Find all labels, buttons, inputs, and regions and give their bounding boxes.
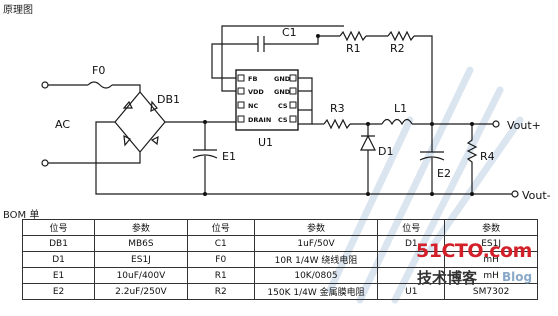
bom-header-row: 位号 参数 位号 参数 位号 参数 bbox=[21, 219, 538, 236]
bom-cell: DB1 bbox=[21, 235, 96, 252]
bom-cell: E2 bbox=[21, 283, 96, 300]
resistor-r1 bbox=[339, 30, 367, 42]
resistor-r3 bbox=[323, 118, 351, 130]
bom-cell: ES1J bbox=[94, 251, 188, 268]
ac-terminal-bottom bbox=[41, 159, 49, 167]
ic-u1 bbox=[235, 69, 299, 131]
bom-header-cell: 位号 bbox=[186, 219, 255, 236]
l1-label: L1 bbox=[394, 102, 407, 115]
bom-header-cell: 参数 bbox=[253, 219, 379, 236]
r2-label: R2 bbox=[390, 42, 405, 55]
pin-fb: FB bbox=[248, 75, 257, 83]
wire-c1-right bbox=[264, 36, 319, 45]
resistor-r2 bbox=[387, 30, 415, 42]
node-r4-bottom bbox=[470, 192, 474, 196]
bom-cell: 10uF/400V bbox=[94, 267, 188, 284]
bom-cell: 10K/0805 bbox=[253, 267, 379, 284]
e2-label: E2 bbox=[437, 167, 451, 180]
node-e1-bottom bbox=[203, 192, 207, 196]
bom-cell: C1 bbox=[186, 235, 255, 252]
inductor-l1 bbox=[381, 118, 413, 126]
node-d1-bottom bbox=[366, 192, 370, 196]
pin-nc: NC bbox=[248, 102, 258, 110]
pin-drain: DRAIN bbox=[248, 116, 271, 124]
bom-cell: F0 bbox=[186, 251, 255, 268]
bom-cell: 1uF/50V bbox=[253, 235, 379, 252]
ac-terminal-top bbox=[41, 81, 49, 89]
node-r4-top bbox=[470, 122, 474, 126]
watermark-51cto: 51CTO.com bbox=[416, 240, 532, 262]
pin-vdd: VDD bbox=[248, 88, 264, 96]
wire-bridge-neg bbox=[95, 121, 512, 195]
vout-pos-label: Vout+ bbox=[507, 119, 541, 132]
schematic-title: 原理图 bbox=[3, 5, 33, 16]
pin-cs-1: CS bbox=[278, 102, 288, 110]
table-row: E1 10uF/400V R1 10K/0805 mH bbox=[21, 267, 538, 284]
wire-fuse-to-bridge bbox=[112, 84, 141, 92]
table-row: D1 ES1J F0 10R 1/4W 绕线电阻 mH bbox=[21, 251, 538, 268]
bridge-label: DB1 bbox=[157, 93, 180, 106]
pin-gnd-2: GND bbox=[274, 88, 291, 96]
u1-label: U1 bbox=[258, 136, 273, 149]
c1-label: C1 bbox=[282, 26, 297, 39]
capacitor-e2 bbox=[419, 124, 445, 194]
bom-cell: E1 bbox=[21, 267, 96, 284]
wire-gnd-pins bbox=[298, 77, 313, 125]
table-row: E2 2.2uF/250V R2 150K 1/4W 金属膜电阻 U1 SM73… bbox=[21, 283, 538, 300]
wire-fb-loop bbox=[211, 43, 258, 79]
bom-header-cell: 位号 bbox=[21, 219, 96, 236]
watermark-blog: Blog bbox=[502, 270, 533, 284]
bom-cell: MB6S bbox=[94, 235, 188, 252]
ac-label: AC bbox=[55, 118, 70, 131]
bom-cell: 150K 1/4W 金属膜电阻 bbox=[253, 283, 379, 300]
vout-pos-terminal bbox=[492, 120, 500, 128]
vout-neg-label: Vout- bbox=[522, 189, 551, 202]
capacitor-c1 bbox=[257, 36, 265, 52]
bom-cell: R1 bbox=[186, 267, 255, 284]
fuse-f0 bbox=[87, 81, 113, 89]
r3-label: R3 bbox=[330, 102, 345, 115]
bom-cell: U1 bbox=[377, 283, 446, 300]
bom-header-cell: 位号 bbox=[377, 219, 446, 236]
bom-title: BOM 单 bbox=[3, 210, 40, 221]
watermark-tech-blog: 技术博客 bbox=[417, 269, 478, 287]
wire-r2-to-output bbox=[414, 35, 433, 122]
bom-cell: SM7302 bbox=[444, 283, 538, 300]
bom-cell: 2.2uF/250V bbox=[94, 283, 188, 300]
bom-cell: R2 bbox=[186, 283, 255, 300]
r4-label: R4 bbox=[480, 150, 495, 163]
ic-pin-boxes bbox=[237, 74, 297, 123]
bom-cell: D1 bbox=[21, 251, 96, 268]
d1-label: D1 bbox=[378, 145, 393, 158]
vout-neg-terminal bbox=[511, 190, 519, 198]
diode-d1 bbox=[360, 124, 376, 194]
bom-header-cell: 参数 bbox=[94, 219, 188, 236]
bom-cell: 10R 1/4W 绕线电阻 bbox=[253, 251, 379, 268]
pin-gnd-1: GND bbox=[274, 75, 291, 83]
wire-ac-bottom-to-bridge bbox=[48, 152, 141, 164]
bom-table: 位号 参数 位号 参数 位号 参数 DB1 MB6S C1 1uF/50V D1… bbox=[21, 219, 538, 300]
fuse-label: F0 bbox=[92, 64, 105, 77]
node-e2-bottom bbox=[430, 192, 434, 196]
resistor-r4 bbox=[466, 124, 478, 194]
e1-label: E1 bbox=[222, 150, 236, 163]
wire-vdd-loop bbox=[221, 25, 344, 92]
bom-header-cell: 参数 bbox=[444, 219, 538, 236]
pin-cs-2: CS bbox=[278, 116, 288, 124]
capacitor-e1 bbox=[192, 122, 218, 194]
r1-label: R1 bbox=[346, 42, 361, 55]
